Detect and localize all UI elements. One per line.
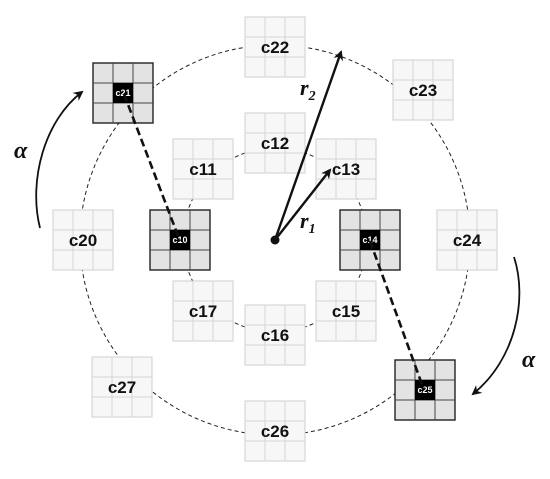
cell-center-block [113, 83, 133, 103]
center-point [270, 235, 280, 245]
cell-label-c27: c27 [108, 378, 136, 397]
cell-grid-c16: c16 [244, 304, 306, 366]
cell-background [244, 400, 306, 462]
cell-label-c25: c25 [417, 385, 432, 395]
cell-grid-c13: c13 [315, 138, 377, 200]
r1-base: r [300, 208, 309, 233]
cell-grid-c12: c12 [244, 112, 306, 174]
cell-label-c26: c26 [261, 422, 289, 441]
r2-subscript: 2 [308, 89, 316, 104]
cell-label-c21: c21 [115, 88, 130, 98]
cell-label-c15: c15 [332, 302, 360, 321]
cell-background [244, 304, 306, 366]
cell-grid-c17: c17 [172, 280, 234, 342]
cell-label-c11: c11 [189, 160, 216, 179]
cell-background [436, 209, 498, 271]
cell-background [315, 138, 377, 200]
cell-background [244, 112, 306, 174]
cell-grid-c27: c27 [91, 356, 153, 418]
cell-grid-c11: c11 [172, 138, 234, 200]
rotation-arrow-left [35, 90, 84, 229]
alpha-label-left: α [14, 138, 28, 164]
r1-arrow [274, 168, 332, 241]
cell-background [91, 356, 153, 418]
connector-c14-c25 [368, 240, 426, 391]
cell-grid-c23: c23 [392, 59, 454, 121]
cell-grid-c21: c21 [92, 62, 154, 124]
cell-background [172, 280, 234, 342]
cell-grid-c20: c20 [52, 209, 114, 271]
cell-label-c24: c24 [453, 231, 482, 250]
cell-center-block [360, 230, 380, 250]
r2-arrow [273, 50, 344, 241]
connector-c21-c10 [122, 93, 182, 242]
cell-label-c23: c23 [409, 81, 437, 100]
cell-center-block [415, 380, 435, 400]
r2-label: r2 [300, 75, 316, 104]
cell-background [315, 280, 377, 342]
alpha-label-right: α [522, 347, 536, 373]
cell-label-c13: c13 [332, 160, 360, 179]
cell-grid-c24: c24 [436, 209, 498, 271]
cell-label-c12: c12 [261, 134, 289, 153]
cell-grid-c14: c14 [339, 209, 401, 271]
cell-label-c22: c22 [261, 38, 289, 57]
r1-subscript: 1 [309, 222, 316, 237]
cell-label-c17: c17 [189, 302, 217, 321]
cell-grid-c26: c26 [244, 400, 306, 462]
cell-grid-c25: c25 [394, 359, 456, 421]
cell-background [244, 16, 306, 78]
cell-grid-c22: c22 [244, 16, 306, 78]
cell-grid-c15: c15 [315, 280, 377, 342]
r2-base: r [300, 75, 309, 100]
cell-background [392, 59, 454, 121]
cell-background [172, 138, 234, 200]
cell-label-c14: c14 [362, 235, 377, 245]
cell-background [52, 209, 114, 271]
r1-label: r1 [300, 208, 316, 237]
cell-label-c20: c20 [69, 231, 97, 250]
cell-label-c16: c16 [261, 326, 289, 345]
rotation-arrow-right [471, 256, 521, 396]
